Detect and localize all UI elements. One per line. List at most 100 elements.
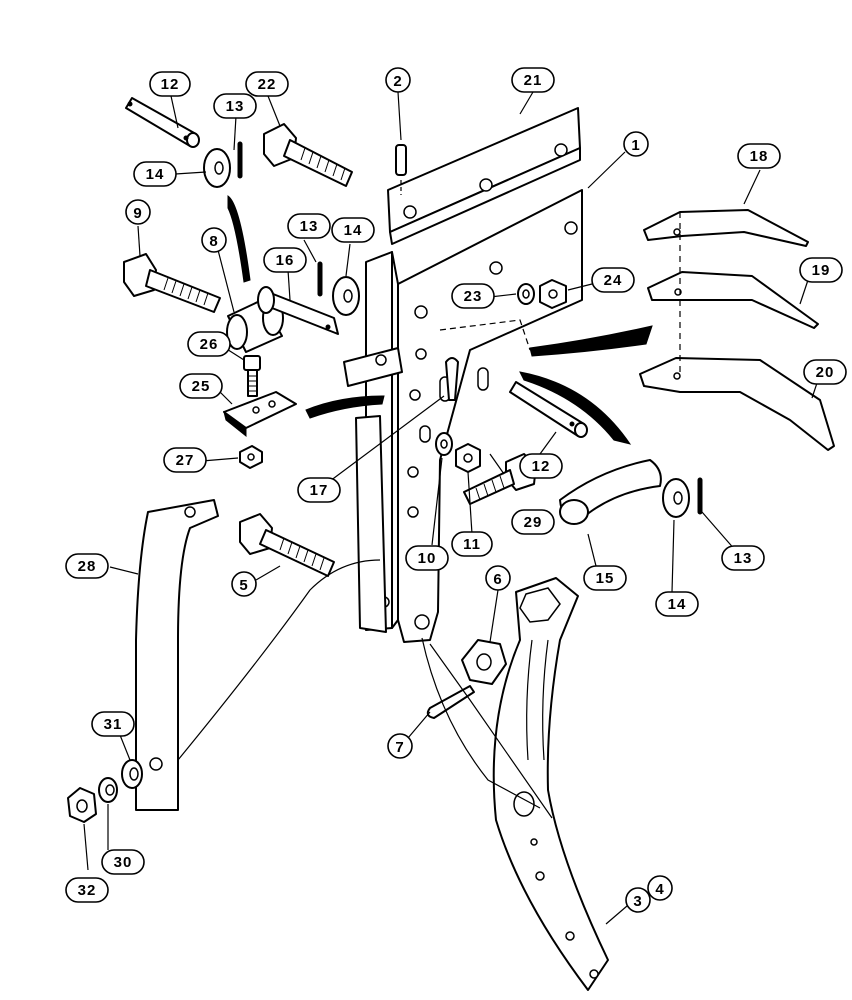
part-15-curved-spacer <box>559 459 662 525</box>
callout-22: 22 <box>245 71 289 97</box>
callout-3: 3 <box>625 887 651 913</box>
part-7-cotter <box>426 685 475 719</box>
callout-12-top-label: 12 <box>161 76 180 93</box>
callout-8: 8 <box>201 227 227 253</box>
arrow-shank-to-blades <box>519 325 653 445</box>
callout-17-label: 17 <box>310 482 329 499</box>
callout-32: 32 <box>65 877 109 903</box>
callout-25-label: 25 <box>192 378 211 395</box>
callout-24-label: 24 <box>604 272 623 289</box>
callout-31: 31 <box>91 711 135 737</box>
callout-23: 23 <box>451 283 495 309</box>
callout-13-mid-label: 13 <box>300 218 319 235</box>
part-22-bolt <box>263 123 353 187</box>
callout-6-label: 6 <box>493 571 502 588</box>
callout-16: 16 <box>263 247 307 273</box>
part-12-pin-mid <box>509 381 588 438</box>
callout-17: 17 <box>297 477 341 503</box>
callout-21: 21 <box>511 67 555 93</box>
callout-12-top: 12 <box>149 71 191 97</box>
callout-12-mid-label: 12 <box>532 458 551 475</box>
callout-13-mid: 13 <box>287 213 331 239</box>
callout-13-right-label: 13 <box>734 550 753 567</box>
callout-32-label: 32 <box>78 882 97 899</box>
part-14-washer-top <box>203 148 231 188</box>
callout-20-label: 20 <box>816 364 835 381</box>
callout-8-label: 8 <box>209 233 218 250</box>
callout-13-top: 13 <box>213 93 257 119</box>
callout-7: 7 <box>387 733 413 759</box>
callout-30: 30 <box>101 849 145 875</box>
callout-1: 1 <box>623 131 649 157</box>
callout-9: 9 <box>125 199 151 225</box>
callout-14-right: 14 <box>655 591 699 617</box>
callout-14-mid-label: 14 <box>344 222 363 239</box>
part-5-bolt <box>239 513 335 577</box>
part-26-bolt <box>243 355 261 397</box>
part-16-pin <box>257 286 339 335</box>
part-13-cotter-right <box>697 477 703 515</box>
part-21-strap-plate <box>387 107 581 245</box>
callout-6: 6 <box>485 565 511 591</box>
part-25-clip <box>223 391 297 438</box>
part-24-nut <box>539 279 567 309</box>
part-28-brace <box>135 499 381 811</box>
part-13-cotter-top <box>237 141 243 179</box>
arrow-clip <box>305 395 385 419</box>
callout-28-label: 28 <box>78 558 97 575</box>
callout-20: 20 <box>803 359 847 385</box>
part-1-shank-plate <box>343 189 583 643</box>
callout-23-label: 23 <box>464 288 483 305</box>
callout-5: 5 <box>231 571 257 597</box>
callout-5-label: 5 <box>239 577 248 594</box>
callout-29-label: 29 <box>524 514 543 531</box>
callout-16-label: 16 <box>276 252 295 269</box>
callout-11-label: 11 <box>463 536 481 553</box>
callout-14-right-label: 14 <box>668 596 687 613</box>
callout-26-label: 26 <box>200 336 219 353</box>
callout-27-label: 27 <box>176 452 195 469</box>
callout-15: 15 <box>583 565 627 591</box>
callout-9-label: 9 <box>133 205 142 222</box>
callout-13-top-label: 13 <box>226 98 245 115</box>
callout-4: 4 <box>647 875 673 901</box>
part-20-blade <box>639 357 835 451</box>
callout-22-label: 22 <box>258 76 277 93</box>
callout-28: 28 <box>65 553 109 579</box>
callout-25: 25 <box>179 373 223 399</box>
part-27-nut <box>239 445 263 469</box>
part-14-washer-mid <box>332 276 360 316</box>
part-17-cotter <box>445 357 459 401</box>
part-14-washer-right <box>662 478 690 518</box>
callout-30-label: 30 <box>114 854 133 871</box>
callout-1-label: 1 <box>631 137 640 154</box>
callout-10: 10 <box>405 545 449 571</box>
callout-14-top-label: 14 <box>146 166 165 183</box>
callout-27: 27 <box>163 447 207 473</box>
callout-2: 2 <box>385 67 411 93</box>
part-9-bolt <box>123 253 221 313</box>
callout-19-label: 19 <box>812 262 831 279</box>
arrow-pin-top <box>227 195 251 283</box>
callout-19: 19 <box>799 257 843 283</box>
callout-24: 24 <box>591 267 635 293</box>
part-2-pin <box>395 144 407 195</box>
callout-29: 29 <box>511 509 555 535</box>
part-10-washer <box>435 432 453 456</box>
part-11-nut <box>455 443 481 473</box>
callout-7-label: 7 <box>395 739 404 756</box>
part-13-cotter-mid <box>317 261 323 297</box>
part-6-castle-nut <box>461 639 507 685</box>
callout-10-label: 10 <box>418 550 437 567</box>
part-18-blade <box>643 209 809 247</box>
part-32-nut <box>67 787 97 823</box>
callout-26: 26 <box>187 331 231 357</box>
callout-14-mid: 14 <box>331 217 375 243</box>
callout-18: 18 <box>737 143 781 169</box>
part-3-4-shank <box>492 577 609 991</box>
callout-13-right: 13 <box>721 545 765 571</box>
part-30-lockwasher <box>98 777 118 803</box>
part-23-washer <box>517 283 535 305</box>
part-31-washer <box>121 759 143 789</box>
